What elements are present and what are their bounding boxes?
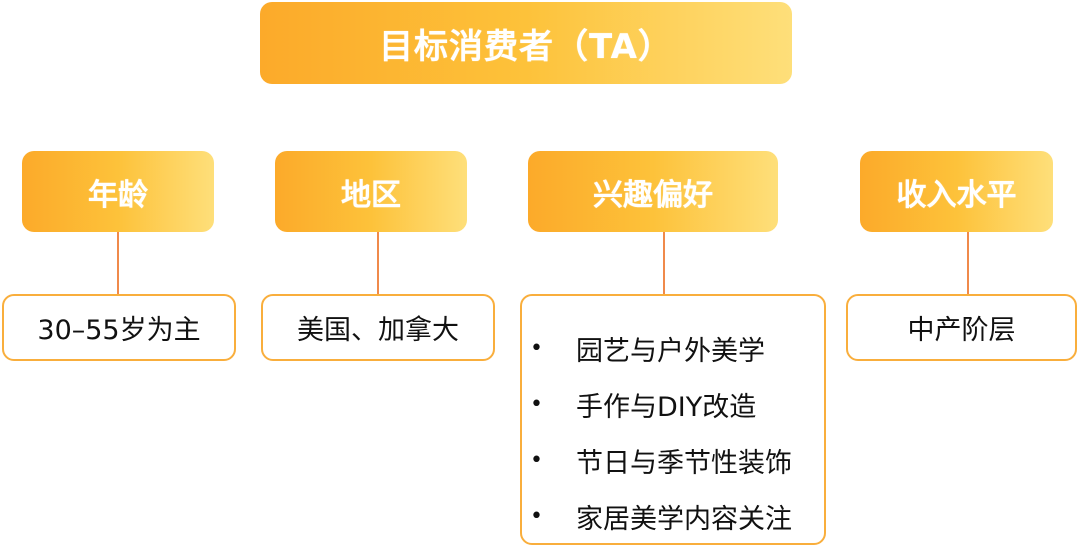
detail-income-text: 中产阶层 [907, 315, 1016, 346]
connector-income [967, 232, 969, 295]
category-age-label: 年龄 [88, 177, 148, 213]
interest-item-text: 手作与DIY改造 [576, 391, 757, 423]
list-item: • 家居美学内容关注 [522, 488, 824, 544]
root-title: 目标消费者（TA） [379, 26, 673, 67]
detail-region-text: 美国、加拿大 [297, 315, 459, 346]
bullet-icon: • [530, 335, 543, 361]
category-age-box: 年龄 [22, 151, 214, 232]
category-income-box: 收入水平 [860, 151, 1053, 232]
list-item: • 园艺与户外美学 [522, 320, 824, 376]
category-interests-box: 兴趣偏好 [528, 151, 778, 232]
interest-item-text: 园艺与户外美学 [576, 335, 765, 367]
bullet-icon: • [530, 391, 543, 417]
category-income-label: 收入水平 [896, 177, 1017, 213]
detail-interests-box: • 园艺与户外美学 • 手作与DIY改造 • 节日与季节性装饰 • 家居美学内容… [520, 294, 826, 545]
interest-item-text: 家居美学内容关注 [576, 503, 792, 535]
connector-age [117, 232, 119, 295]
interests-list: • 园艺与户外美学 • 手作与DIY改造 • 节日与季节性装饰 • 家居美学内容… [522, 320, 824, 544]
bullet-icon: • [530, 447, 543, 473]
detail-age-box: 30–55岁为主 [2, 294, 236, 361]
interest-item-text: 节日与季节性装饰 [576, 447, 792, 479]
category-region-label: 地区 [341, 177, 401, 213]
root-title-box: 目标消费者（TA） [260, 2, 792, 84]
list-item: • 节日与季节性装饰 [522, 432, 824, 488]
category-interests-label: 兴趣偏好 [593, 177, 713, 213]
detail-age-text: 30–55岁为主 [37, 315, 201, 346]
bullet-icon: • [530, 503, 543, 529]
connector-region [377, 232, 379, 295]
category-region-box: 地区 [275, 151, 467, 232]
list-item: • 手作与DIY改造 [522, 376, 824, 432]
detail-income-box: 中产阶层 [846, 294, 1077, 361]
connector-interests [663, 232, 665, 295]
detail-region-box: 美国、加拿大 [261, 294, 495, 361]
